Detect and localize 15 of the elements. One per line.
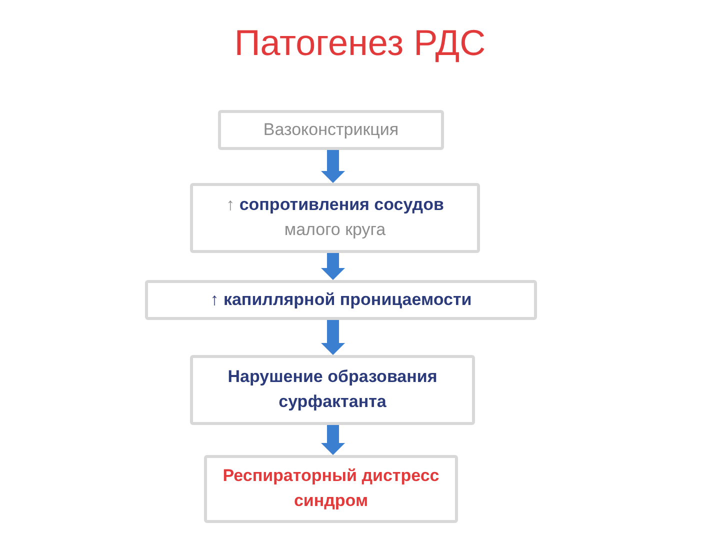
process-box <box>218 110 444 150</box>
process-box <box>204 455 458 523</box>
arrow <box>321 150 345 183</box>
arrow <box>321 425 345 455</box>
box-text: Респираторный дистресс синдром <box>222 465 440 512</box>
process-box <box>190 183 480 253</box>
process-box <box>145 280 537 320</box>
arrow <box>321 253 345 280</box>
box-text: ↑ капиллярной проницаемости <box>210 288 472 311</box>
box-text: ↑ сопротивления сосудов малого круга <box>225 194 445 241</box>
diagram-title: Патогенез РДС <box>233 22 487 64</box>
process-box <box>190 355 475 425</box>
box-text: Нарушение образования сурфактанта <box>226 366 438 413</box>
box-text: Вазоконстрикция <box>263 118 399 141</box>
arrow <box>321 320 345 355</box>
